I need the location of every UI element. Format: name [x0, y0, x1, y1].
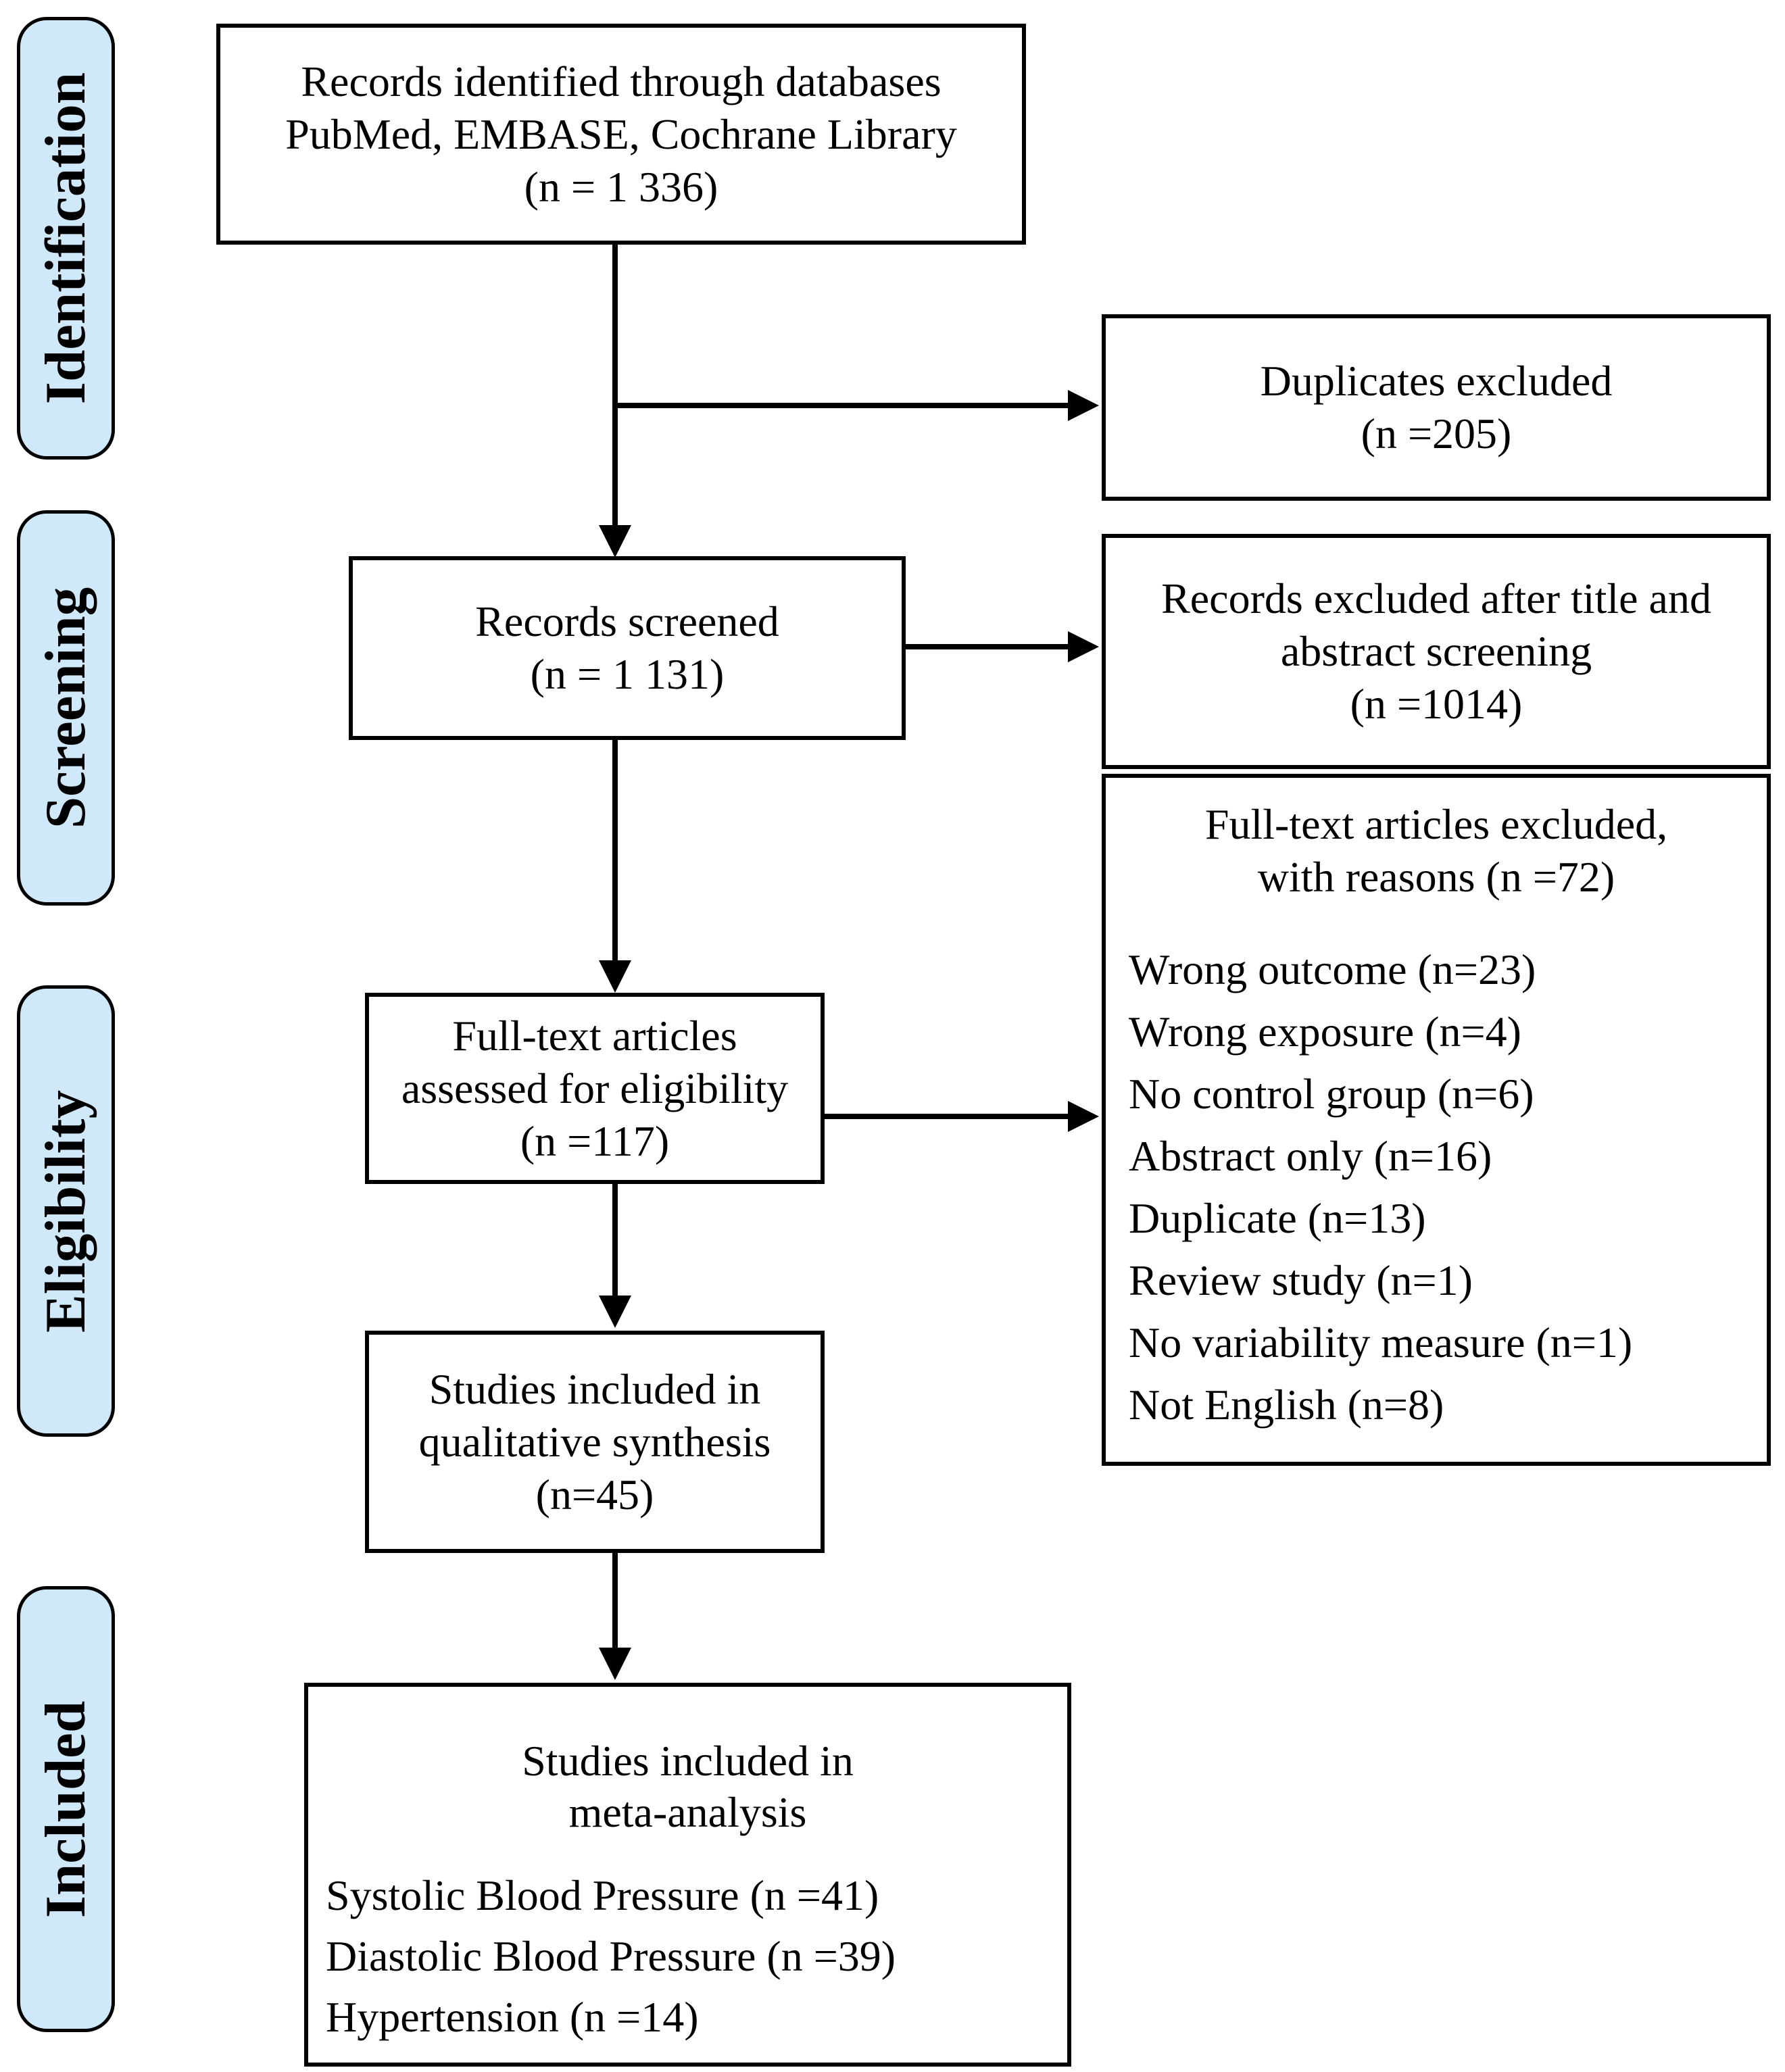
connector-to-duplicates — [612, 403, 1073, 408]
box-meta-analysis: Studies included in meta-analysis Systol… — [304, 1683, 1071, 2067]
box-title-abstract-excluded: Records excluded after title and abstrac… — [1102, 534, 1771, 769]
records-screened-line: Records screened — [475, 597, 779, 645]
phase-band-included: Included — [17, 1586, 115, 2032]
records-identified-sources: PubMed, EMBASE, Cochrane Library — [285, 109, 957, 158]
connector-identified-to-screened — [612, 245, 618, 528]
records-screened-count: (n = 1 131) — [530, 650, 725, 698]
title-abstract-count: (n =1014) — [1350, 680, 1523, 728]
reason-duplicate: Duplicate (n=13) — [1129, 1194, 1426, 1242]
title-abstract-line1: Records excluded after title and — [1161, 574, 1711, 622]
connector-to-title-abstract — [906, 644, 1072, 649]
qualitative-line2: qualitative synthesis — [418, 1417, 771, 1466]
meta-outcome-diastolic: Diastolic Blood Pressure (n =39) — [326, 1932, 896, 1980]
arrowhead-down-to-qualitative-icon — [599, 1296, 631, 1328]
connector-screened-to-fulltext — [612, 740, 618, 963]
connector-fulltext-to-qualitative — [612, 1184, 618, 1300]
box-fulltext-assessed: Full-text articles assessed for eligibil… — [365, 993, 825, 1184]
records-identified-count: (n = 1 336) — [524, 162, 718, 211]
arrowhead-down-to-meta-icon — [599, 1648, 631, 1680]
reason-not-english: Not English (n=8) — [1129, 1381, 1444, 1429]
reasons-heading-line1: Full-text articles excluded, — [1204, 800, 1668, 848]
fulltext-assessed-count: (n =117) — [520, 1116, 670, 1165]
title-abstract-line2: abstract screening — [1280, 627, 1592, 675]
meta-outcome-hypertension: Hypertension (n =14) — [326, 1993, 699, 2041]
fulltext-assessed-line2: assessed for eligibility — [401, 1064, 789, 1112]
arrowhead-right-to-reasons-icon — [1068, 1101, 1099, 1132]
qualitative-line1: Studies included in — [429, 1364, 761, 1413]
phase-label-included: Included — [34, 1700, 97, 1918]
arrowhead-right-to-duplicates-icon — [1068, 390, 1099, 421]
reason-no-variability-measure: No variability measure (n=1) — [1129, 1318, 1633, 1366]
box-records-screened: Records screened (n = 1 131) — [349, 556, 906, 740]
arrowhead-down-to-fulltext-icon — [599, 960, 631, 993]
reason-abstract-only: Abstract only (n=16) — [1129, 1132, 1492, 1180]
duplicates-excluded-count: (n =205) — [1361, 410, 1512, 458]
box-records-identified: Records identified through databases Pub… — [216, 24, 1026, 245]
phase-band-identification: Identification — [17, 17, 115, 460]
reason-wrong-exposure: Wrong exposure (n=4) — [1129, 1008, 1521, 1056]
fulltext-assessed-line1: Full-text articles — [452, 1011, 737, 1060]
phase-label-eligibility: Eligibility — [34, 1089, 97, 1333]
connector-to-reasons — [825, 1114, 1075, 1119]
meta-heading-line2: meta-analysis — [568, 1788, 807, 1836]
reason-wrong-outcome: Wrong outcome (n=23) — [1129, 945, 1536, 993]
connector-qualitative-to-meta — [612, 1553, 618, 1653]
reasons-heading-line2: with reasons (n =72) — [1257, 853, 1615, 901]
arrowhead-down-to-screened-icon — [599, 525, 631, 558]
box-qualitative-synthesis: Studies included in qualitative synthesi… — [365, 1331, 825, 1553]
meta-heading-line1: Studies included in — [522, 1737, 854, 1785]
qualitative-count: (n=45) — [535, 1470, 654, 1519]
phase-band-screening: Screening — [17, 510, 115, 906]
meta-outcome-systolic: Systolic Blood Pressure (n =41) — [326, 1871, 879, 1919]
box-duplicates-excluded: Duplicates excluded (n =205) — [1102, 314, 1771, 501]
duplicates-excluded-line: Duplicates excluded — [1260, 357, 1613, 405]
phase-band-eligibility: Eligibility — [17, 985, 115, 1437]
arrowhead-right-to-title-abstract-icon — [1068, 631, 1099, 662]
phase-label-identification: Identification — [34, 72, 97, 405]
box-fulltext-excluded-reasons: Full-text articles excluded, with reason… — [1102, 774, 1771, 1466]
reason-no-control-group: No control group (n=6) — [1129, 1070, 1534, 1118]
records-identified-line: Records identified through databases — [301, 57, 942, 105]
phase-label-screening: Screening — [34, 587, 97, 829]
reason-review-study: Review study (n=1) — [1129, 1256, 1473, 1304]
